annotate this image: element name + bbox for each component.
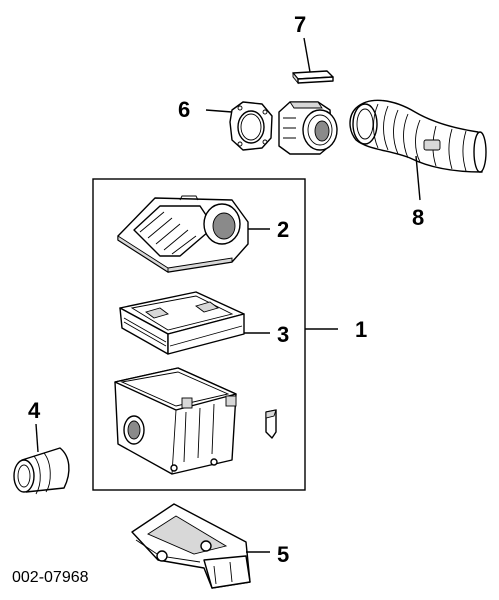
- callout-3: 3: [277, 322, 289, 347]
- callout-2: 2: [277, 217, 289, 242]
- leader-6: [205, 109, 233, 113]
- part-5-bracket: [131, 503, 251, 589]
- part-8-intake-hose: [349, 99, 487, 173]
- part-6-gasket: [229, 101, 273, 151]
- leader-8: [415, 155, 421, 201]
- leader-7: [303, 37, 311, 73]
- mass-air-flow-sensor: [278, 101, 338, 155]
- callout-5: 5: [277, 542, 289, 567]
- diagram-id: 002-07968: [12, 569, 89, 586]
- leader-4: [35, 423, 39, 453]
- callout-8: 8: [412, 205, 424, 230]
- part-1-assembly-frame: [92, 178, 306, 491]
- part-2-cover: [117, 195, 249, 273]
- part-4-adapter: [13, 447, 70, 495]
- callout-7: 7: [294, 12, 306, 37]
- part-7-clip: [292, 70, 334, 85]
- air-cleaner-housing: [114, 367, 277, 475]
- callout-6: 6: [178, 97, 190, 122]
- callout-1: 1: [355, 317, 367, 342]
- part-3-filter: [119, 291, 245, 355]
- callout-4: 4: [28, 398, 41, 423]
